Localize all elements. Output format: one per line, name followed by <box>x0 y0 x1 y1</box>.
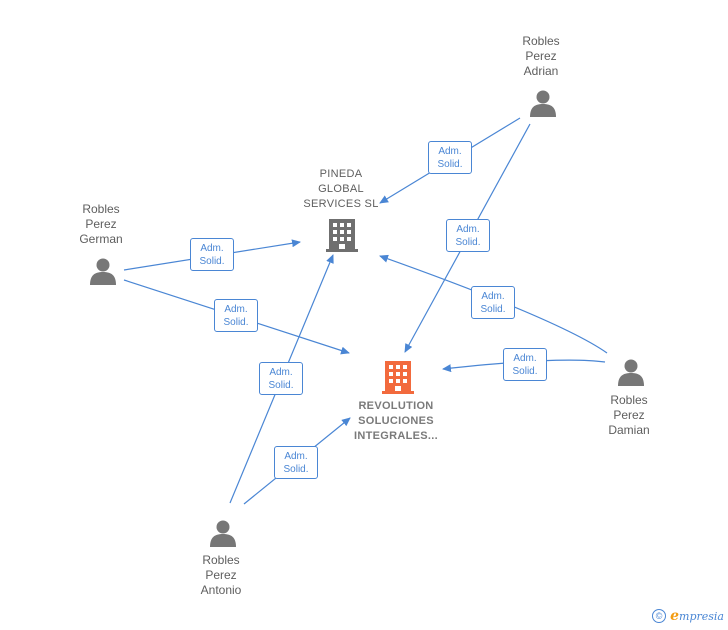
relation-role: Adm. <box>284 451 308 462</box>
relation-badge-adrian-revolution[interactable]: Adm. Solid. <box>446 219 490 252</box>
relation-type: Solid. <box>437 159 463 170</box>
relation-role: Adm. <box>438 146 462 157</box>
relation-type: Solid. <box>480 304 506 315</box>
relation-badge-antonio-revolution[interactable]: Adm. Solid. <box>274 446 318 479</box>
brand-text: mpresia <box>679 610 724 623</box>
building-icon-pineda[interactable] <box>326 217 358 253</box>
relation-role: Adm. <box>513 353 537 364</box>
relation-role: Adm. <box>481 291 505 302</box>
building-icon-revolution[interactable] <box>382 359 414 395</box>
footer-brand[interactable]: © empresia <box>652 608 724 624</box>
relation-badge-antonio-pineda[interactable]: Adm. Solid. <box>259 362 303 395</box>
company-label-pineda: PINEDA GLOBAL SERVICES SL <box>303 168 379 210</box>
relation-type: Solid. <box>268 380 294 391</box>
relation-badge-damian-revolution[interactable]: Adm. Solid. <box>503 348 547 381</box>
relation-role: Adm. <box>200 243 224 254</box>
relation-role: Adm. <box>269 367 293 378</box>
relation-type: Solid. <box>455 237 481 248</box>
relation-type: Solid. <box>199 256 225 267</box>
brand-initial: e <box>670 608 680 624</box>
brand-logo: empresia <box>670 607 724 625</box>
person-label-damian: Robles Perez Damian <box>608 393 650 437</box>
edge-line-damian-pineda <box>379 254 608 354</box>
relation-badge-german-pineda[interactable]: Adm. Solid. <box>190 238 234 271</box>
person-icon-adrian[interactable] <box>529 89 557 117</box>
relation-type: Solid. <box>283 464 309 475</box>
relation-badge-damian-pineda[interactable]: Adm. Solid. <box>471 286 515 319</box>
person-icon-antonio[interactable] <box>209 519 237 547</box>
relation-type: Solid. <box>512 366 538 377</box>
company-label-revolution: REVOLUTION SOLUCIONES INTEGRALES... <box>354 400 438 442</box>
person-icon-german[interactable] <box>89 257 117 285</box>
relation-type: Solid. <box>223 317 249 328</box>
person-label-german: Robles Perez German <box>79 202 123 246</box>
relation-role: Adm. <box>456 224 480 235</box>
person-label-adrian: Robles Perez Adrian <box>522 34 560 78</box>
relation-badge-german-revolution[interactable]: Adm. Solid. <box>214 299 258 332</box>
relation-role: Adm. <box>224 304 248 315</box>
relation-badge-adrian-pineda[interactable]: Adm. Solid. <box>428 141 472 174</box>
person-label-antonio: Robles Perez Antonio <box>200 553 242 597</box>
person-icon-damian[interactable] <box>617 358 645 386</box>
copyright-icon: © <box>652 609 667 623</box>
